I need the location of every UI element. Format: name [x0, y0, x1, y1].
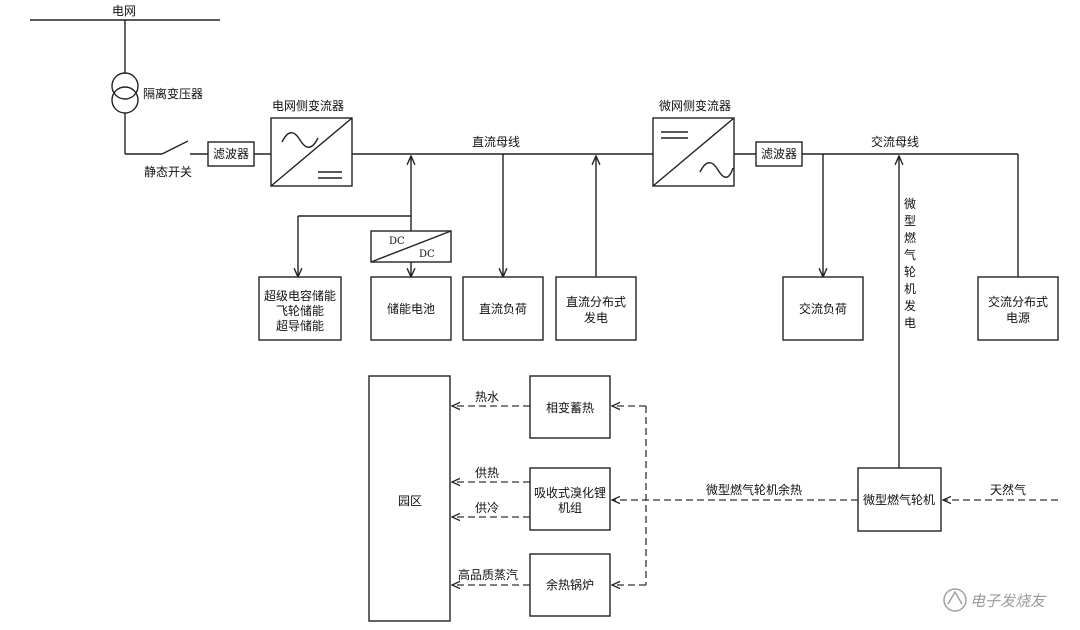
isolation-transformer-icon [111, 72, 139, 114]
mtg-char-2: 型 [904, 214, 916, 228]
phase-change-label: 相变蓄热 [546, 400, 594, 415]
absorption-chiller-box [529, 467, 611, 531]
ac-dg-box [977, 276, 1059, 341]
dc-load-box [462, 276, 544, 341]
grid-label: 电网 [112, 4, 136, 18]
absorption-line-1: 吸收式溴化锂 [534, 485, 606, 500]
mtg-char-7: 发 [904, 298, 916, 313]
waste-heat-boiler-box [529, 553, 611, 617]
ac-dg-line-1: 交流分布式 [988, 294, 1048, 309]
park-box [368, 375, 451, 622]
dc-dg-line-2: 发电 [584, 310, 608, 325]
mtg-char-8: 电 [904, 316, 916, 330]
heating-label: 供热 [475, 466, 499, 480]
dc-dg-box [555, 276, 637, 341]
mtg-char-6: 机 [904, 282, 916, 296]
natural-gas-label: 天然气 [990, 482, 1026, 497]
waste-heat-label: 微型燃气轮机余热 [706, 482, 802, 497]
watermark-text: 电子发烧友 [970, 592, 1047, 610]
microturbine-box [857, 467, 942, 532]
mtg-char-4: 气 [904, 247, 916, 262]
park-label: 园区 [398, 494, 422, 508]
filter-1-label: 滤波器 [213, 147, 249, 161]
battery-label: 储能电池 [387, 301, 435, 316]
storage-line-3: 超导储能 [276, 318, 324, 333]
ac-dg-line-2: 电源 [1006, 311, 1030, 325]
storage-box [258, 276, 342, 341]
grid-converter-icon [270, 117, 353, 187]
waste-heat-boiler-label: 余热锅炉 [546, 577, 594, 592]
storage-line-1: 超级电容储能 [264, 288, 336, 303]
dcdc-converter-icon [370, 230, 452, 263]
ac-bus-label: 交流母线 [871, 134, 919, 149]
grid-converter-label: 电网侧变流器 [272, 98, 344, 113]
static-switch-label: 静态开关 [144, 165, 192, 179]
dc-dg-line-1: 直流分布式 [566, 295, 626, 309]
mtg-char-3: 燃 [904, 230, 916, 245]
dcdc-top-label: DC [389, 236, 405, 247]
filter-2-label: 滤波器 [761, 147, 797, 161]
microgrid-converter-icon [652, 117, 735, 187]
storage-line-2: 飞轮储能 [276, 303, 324, 318]
hot-water-label: 热水 [475, 390, 499, 404]
battery-box [370, 276, 452, 341]
microturbine-gen-vertical-label: 微 型 燃 气 轮 机 发 电 [902, 192, 918, 342]
steam-label: 高品质蒸汽 [458, 567, 518, 582]
microturbine-label: 微型燃气轮机 [863, 492, 935, 507]
ac-load-box [782, 276, 864, 341]
dcdc-bottom-label: DC [419, 249, 435, 260]
phase-change-box [529, 375, 611, 439]
cooling-label: 供冷 [475, 501, 499, 515]
dc-bus-label: 直流母线 [472, 135, 520, 149]
isolation-transformer-label: 隔离变压器 [143, 86, 203, 101]
mtg-char-1: 微 [904, 197, 916, 211]
dc-load-label: 直流负荷 [479, 302, 527, 316]
absorption-line-2: 机组 [558, 501, 582, 515]
mtg-char-5: 轮 [904, 265, 916, 279]
microgrid-converter-label: 微网侧变流器 [659, 98, 731, 113]
static-switch-icon [161, 140, 189, 155]
watermark-logo: 电子发烧友 [943, 588, 1047, 612]
ac-load-label: 交流负荷 [799, 301, 847, 316]
